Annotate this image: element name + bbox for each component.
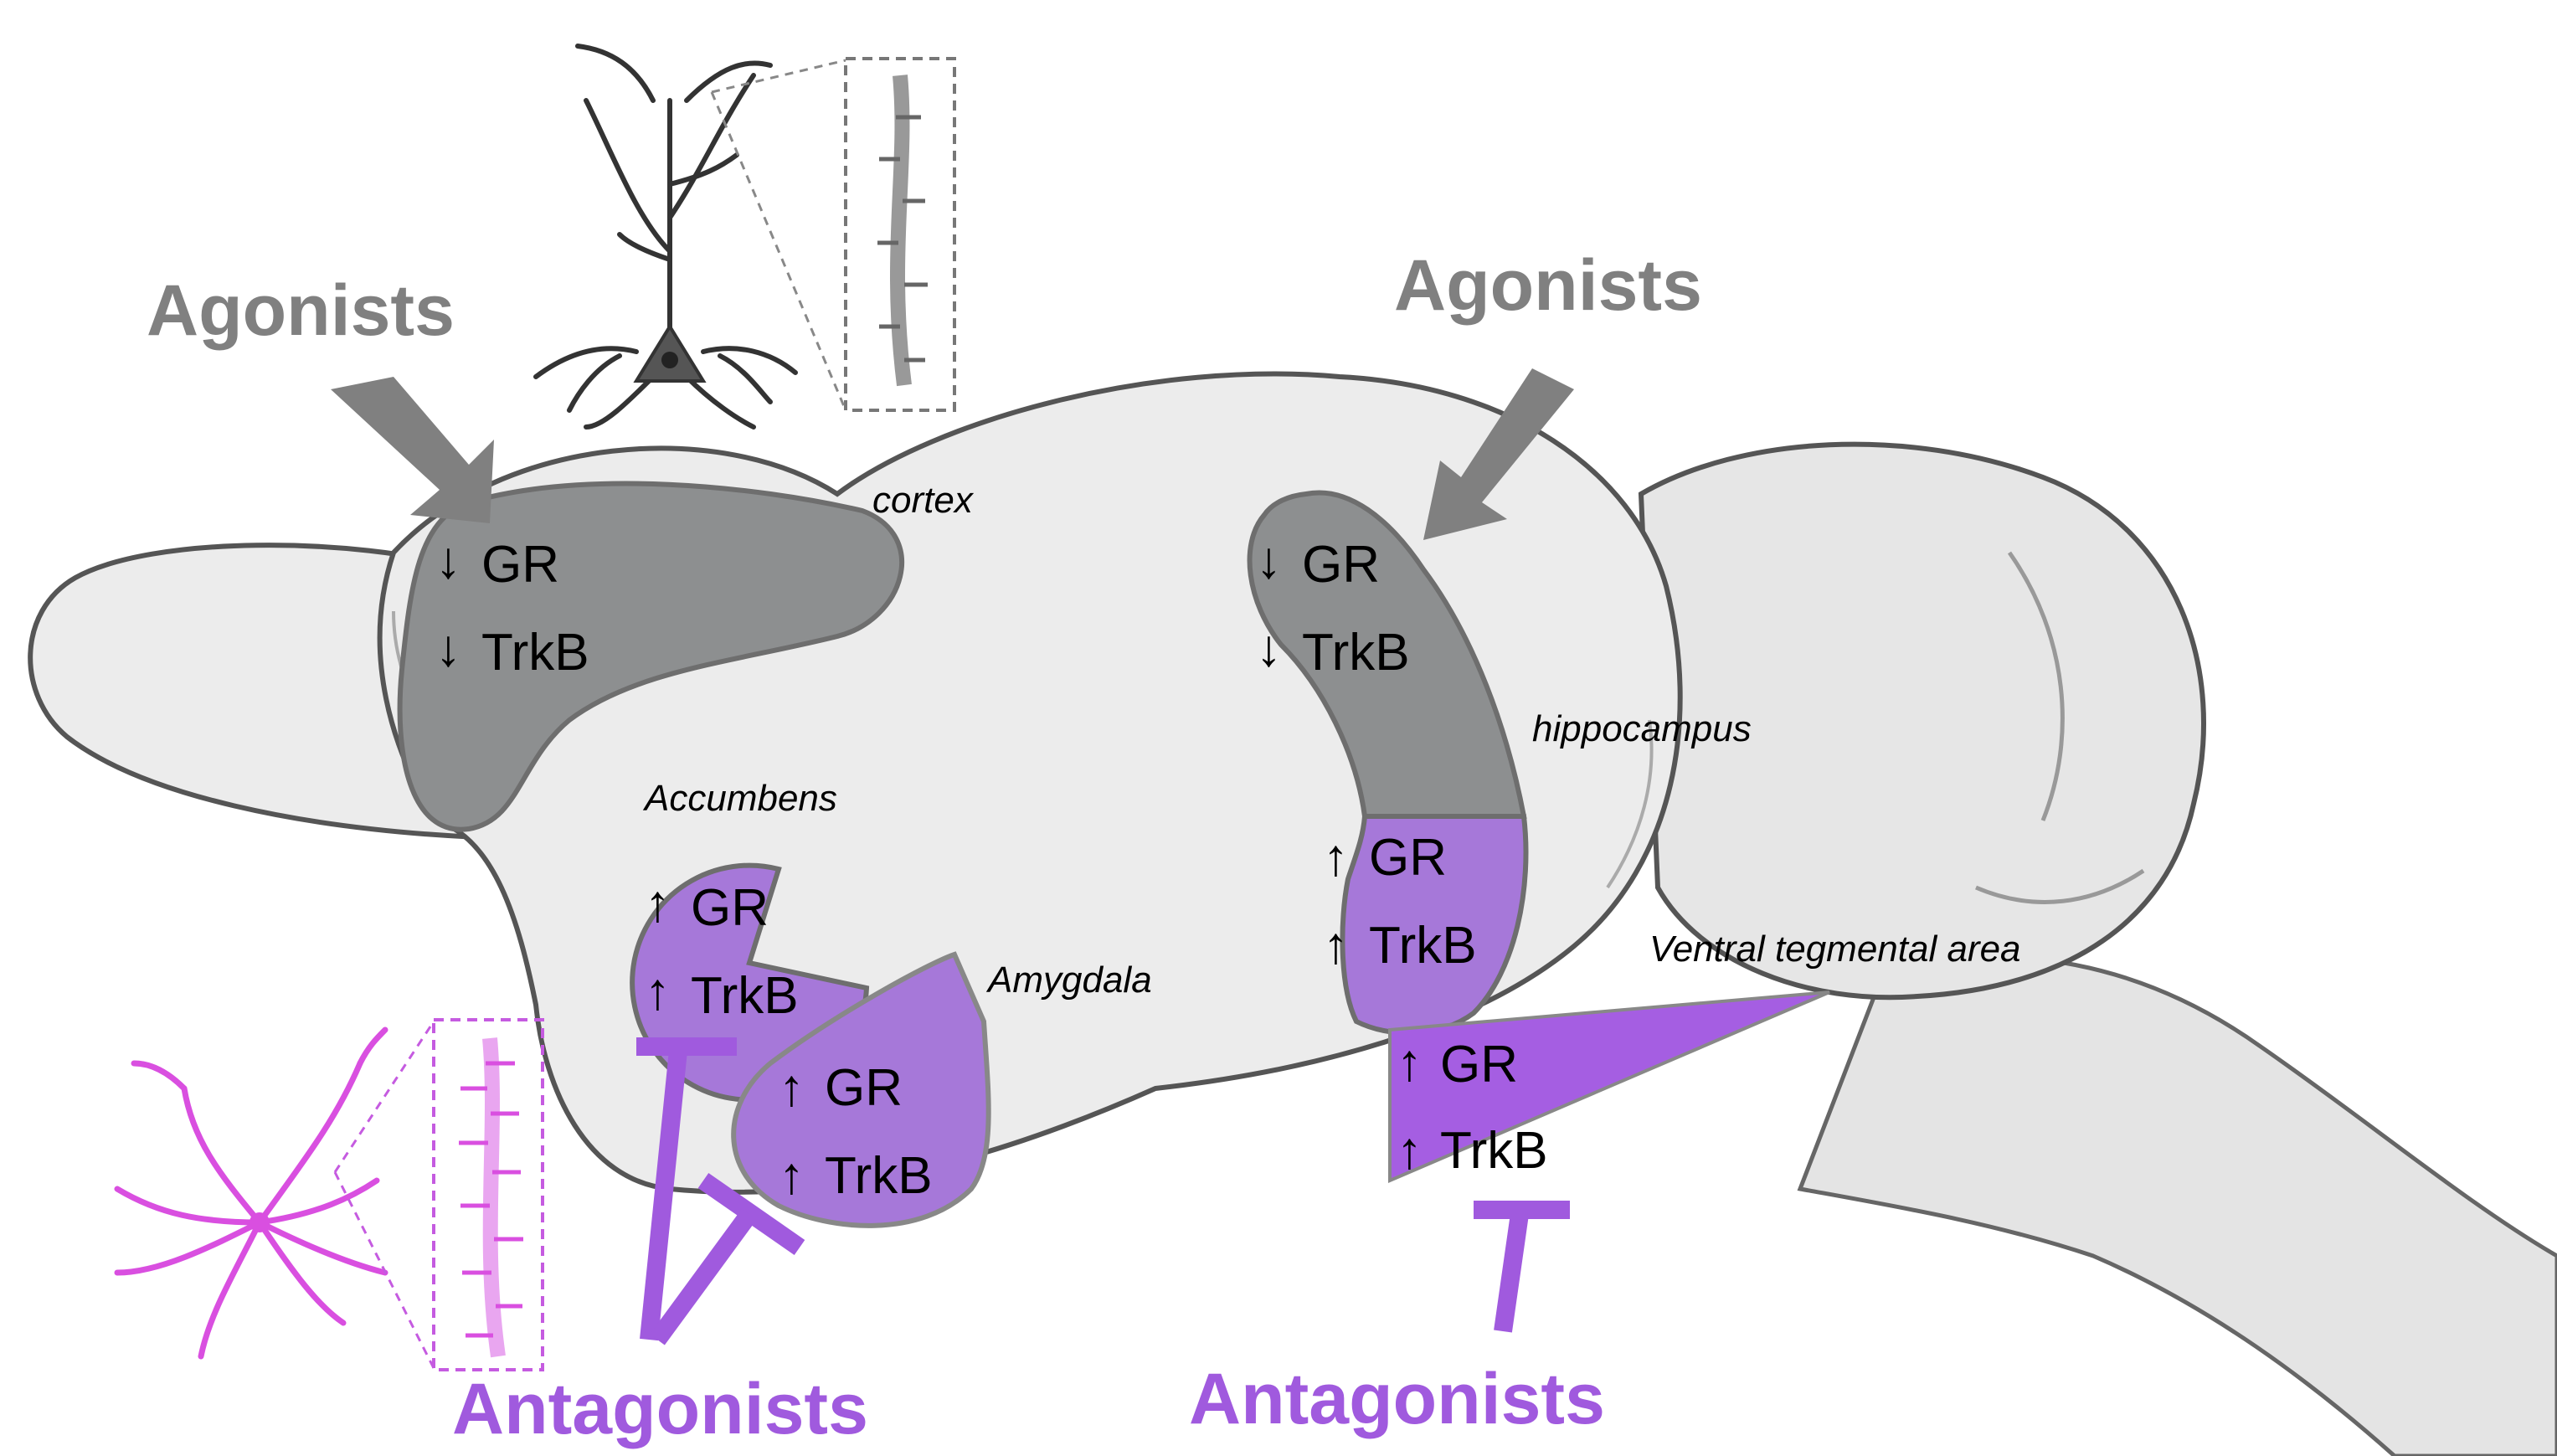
antagonists-left-label: Antagonists [452, 1369, 868, 1449]
vta-region [1388, 990, 1830, 1184]
vta-trkb-arrow: ↑ [1397, 1122, 1423, 1180]
hippocampus-purple-region [1340, 814, 1529, 1036]
antagonists-right-label: Antagonists [1189, 1359, 1605, 1439]
star-neuron-soma [250, 1212, 270, 1232]
agonist-arrow-icon [1423, 368, 1574, 540]
hippocampus-trkb-label: TrkB [1302, 624, 1410, 682]
vta-markers: ↑ GR ↑ TrkB [1397, 1034, 1548, 1180]
hippocampus-gr-label: GR [1302, 536, 1380, 594]
cerebellum-fold [1975, 868, 2145, 904]
cortex-gr-label: GR [481, 536, 559, 594]
agonist-arrow-icon [331, 377, 494, 523]
cortex-name: cortex [872, 480, 975, 521]
hippocampus-gr-arrow: ↓ [1256, 532, 1282, 589]
olfactory-bulb-shape [28, 543, 481, 841]
vta-name: Ventral tegmental area [1649, 929, 2021, 970]
antagonist-tbar-icon [636, 1037, 737, 1341]
accumbens-markers: ↑ GR ↑ TrkB [645, 875, 799, 1025]
hippocampus-gr-up-arrow: ↑ [1323, 829, 1349, 887]
amygdala-markers: ↑ GR ↑ TrkB [779, 1059, 933, 1205]
cortex-trkb-arrow: ↓ [435, 620, 461, 677]
amygdala-name: Amygdala [985, 960, 1152, 1001]
amygdala-gr-arrow: ↑ [779, 1059, 805, 1117]
accumbens-trkb-arrow: ↑ [645, 963, 671, 1021]
amygdala-trkb-arrow: ↑ [779, 1147, 805, 1205]
amygdala-trkb-label: TrkB [825, 1147, 933, 1205]
cerebrum-fold [1606, 719, 1654, 889]
vta-trkb-label: TrkB [1440, 1122, 1548, 1180]
hippocampus-markers: ↓ GR ↓ TrkB ↑ GR ↑ TrkB [1256, 532, 1477, 975]
accumbens-name: Accumbens [642, 778, 837, 819]
hippocampus-name: hippocampus [1532, 708, 1752, 749]
pyramidal-neuron-icon [533, 44, 798, 430]
cortex-trkb-label: TrkB [481, 624, 589, 682]
cortex-gr-arrow: ↓ [435, 532, 461, 589]
amygdala-gr-label: GR [825, 1059, 903, 1117]
purple-inset-pointer-line [333, 1021, 435, 1369]
amygdala-region [731, 951, 991, 1228]
accumbens-gr-arrow: ↑ [645, 875, 671, 933]
hippocampus-gray-region [1247, 490, 1527, 819]
hippocampus-trkb-up-label: TrkB [1369, 917, 1477, 975]
dendrite-inset-purple [432, 1018, 544, 1371]
cortex-region [397, 481, 905, 832]
hippocampus-trkb-arrow: ↓ [1256, 620, 1282, 677]
dendrite-inset-gray [844, 57, 956, 412]
star-neuron-icon [114, 1026, 388, 1360]
accumbens-gr-label: GR [691, 879, 769, 937]
antagonist-tbar-icon [1474, 1201, 1570, 1333]
agonists-right-label: Agonists [1394, 245, 1702, 326]
accumbens-trkb-label: TrkB [691, 967, 799, 1025]
vta-gr-arrow: ↑ [1397, 1034, 1423, 1092]
purple-dendrite-inset-icon [459, 1037, 523, 1358]
brainstem-shape [1797, 954, 2557, 1456]
inset-pointer-line [710, 59, 847, 411]
cerebellum-fold [2007, 551, 2065, 821]
hippocampus-trkb-up-arrow: ↑ [1323, 917, 1349, 975]
hippocampus-gr-up-label: GR [1369, 829, 1447, 887]
dendrite-spines-inset-icon [877, 75, 928, 387]
cortex-markers: ↓ GR ↓ TrkB [435, 532, 589, 682]
agonists-left-label: Agonists [147, 270, 455, 351]
antagonist-tbar-icon [650, 1172, 805, 1345]
vta-gr-label: GR [1440, 1036, 1518, 1093]
